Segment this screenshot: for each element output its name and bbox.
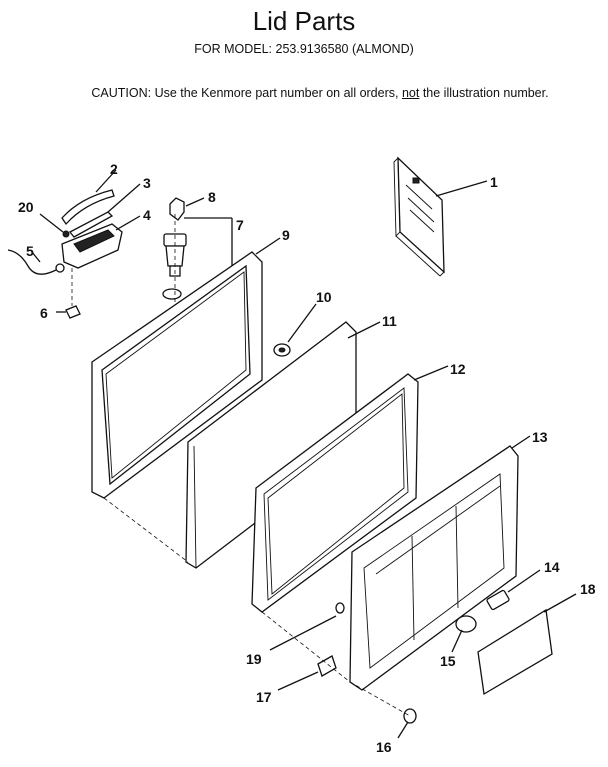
- part-9-outer-frame: [91, 237, 281, 499]
- callout-9: 9: [282, 227, 290, 243]
- alignment-guides: [103, 497, 411, 717]
- callout-12: 12: [450, 361, 466, 377]
- callout-8: 8: [208, 189, 216, 205]
- callout-16: 16: [376, 739, 392, 755]
- part-10-grommet: [273, 303, 317, 357]
- callout-6: 6: [40, 305, 48, 321]
- part-2-handle-cover: [61, 169, 117, 226]
- callout-15: 15: [440, 653, 456, 669]
- caution-note: CAUTION: Use the Kenmore part number on …: [70, 86, 570, 100]
- part-15-bulb: [451, 615, 477, 653]
- part-18-light-shield: [477, 593, 577, 696]
- model-number: FOR MODEL: 253.9136580 (ALMOND): [194, 42, 414, 56]
- callout-17: 17: [256, 689, 272, 705]
- callout-10: 10: [316, 289, 332, 305]
- part-20-screw: [39, 213, 70, 238]
- part-14-socket: [486, 569, 541, 611]
- caution-suffix: the illustration number.: [419, 86, 549, 100]
- part-3-handle-trim: [69, 183, 141, 238]
- callout-2: 2: [110, 161, 118, 177]
- part-19-bumper: [269, 602, 345, 651]
- callout-4: 4: [143, 207, 151, 223]
- callout-19: 19: [246, 651, 262, 667]
- part-8-lock: [162, 197, 205, 390]
- part-5-cord: [7, 249, 65, 275]
- caution-emphasis: not: [401, 86, 420, 100]
- callout-5: 5: [26, 243, 34, 259]
- caution-prefix: CAUTION: Use the Kenmore part number on …: [91, 86, 402, 100]
- callout-18: 18: [580, 581, 596, 597]
- page-title: Lid Parts: [252, 6, 356, 36]
- part-4-handle-base: [61, 215, 141, 269]
- callout-1: 1: [490, 174, 498, 190]
- callout-7: 7: [236, 217, 244, 233]
- part-1-booklet: [393, 156, 488, 277]
- part-12-gasket: [251, 365, 449, 613]
- part-16-knob: [397, 708, 417, 739]
- callout-13: 13: [532, 429, 548, 445]
- part-17-switch: [277, 655, 337, 691]
- callout-11: 11: [382, 313, 397, 329]
- callout-20: 20: [18, 199, 34, 215]
- part-6-clip: [56, 268, 81, 319]
- callout-14: 14: [544, 559, 560, 575]
- callout-3: 3: [143, 175, 151, 191]
